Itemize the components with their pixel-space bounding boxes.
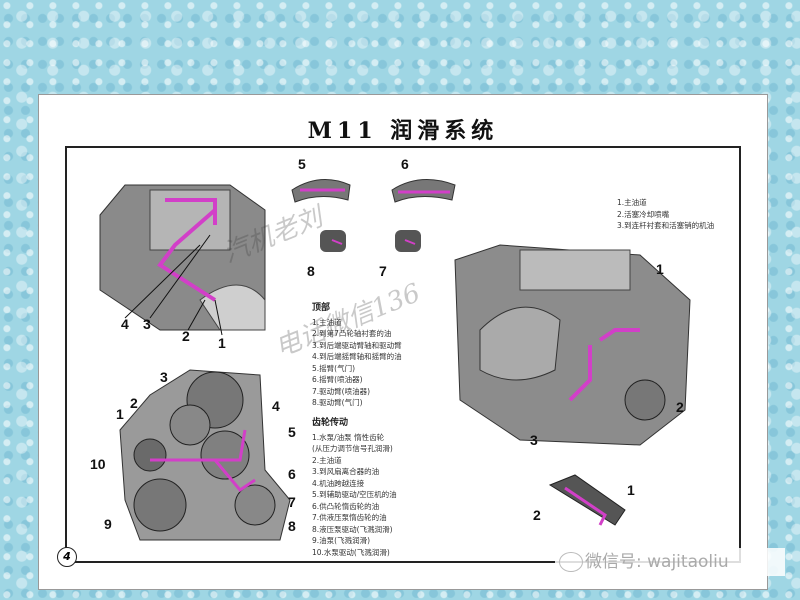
legend-item: 7.驱动臂(喷油器) xyxy=(312,386,371,396)
callout-label: 3 xyxy=(160,369,168,385)
legend-item: 7.供液压泵惰齿轮的油 xyxy=(312,513,387,522)
diagram-frame xyxy=(65,146,741,563)
callout-label: 8 xyxy=(307,263,315,279)
legend-item: (从压力调节信号孔润滑) xyxy=(312,444,393,453)
callout-label: 9 xyxy=(104,516,112,532)
callout-label: 8 xyxy=(288,518,296,534)
overhead-engine-illustration xyxy=(99,184,266,336)
legend-item: 4.机油跨越连接 xyxy=(312,478,365,488)
legend-item: 1.主油道 xyxy=(312,317,342,327)
legend-item: 3.到后端驱动臂轴和驱动臂 xyxy=(312,340,402,350)
legend-item: 3.到连杆衬套和活塞销的机油 xyxy=(617,221,715,230)
overhead-legend: 顶部 1.主油道 2.到第7凸轮轴衬套的油 3.到后端驱动臂轴和驱动臂 4.到后… xyxy=(312,303,402,409)
wechat-watermark: 微信号: wajitaoliu xyxy=(555,548,785,576)
legend-item: 6.供凸轮惰齿轮的油 xyxy=(312,501,380,511)
callout-label: 10 xyxy=(90,456,106,472)
callout-label: 7 xyxy=(379,263,387,279)
callout-label: 2 xyxy=(182,328,190,344)
wechat-id: 微信号: wajitaoliu xyxy=(585,552,729,572)
legend-item: 8.液压泵驱动(飞溅润滑) xyxy=(312,524,393,534)
page-number: 4 xyxy=(57,547,77,567)
page-title: M11 润滑系统 xyxy=(307,118,499,144)
gear-train-illustration xyxy=(119,369,291,541)
cylinder-block-illustration xyxy=(454,244,691,446)
callout-label: 6 xyxy=(401,156,409,172)
legend-item: 1.主油道 xyxy=(617,198,647,207)
legend-item: 5.摇臂(气门) xyxy=(312,363,356,373)
legend-item: 10.水泵驱动(飞溅润滑) xyxy=(312,547,390,557)
callout-label: 2 xyxy=(130,395,138,411)
callout-label: 1 xyxy=(116,406,124,422)
callout-label: 1 xyxy=(656,261,664,277)
callout-label: 1 xyxy=(627,482,635,498)
rocker-arms-illustration xyxy=(291,179,456,252)
legend-heading: 齿轮传动 xyxy=(312,418,349,428)
callout-label: 4 xyxy=(121,316,129,332)
legend-item: 1.水泵/油泵 惰性齿轮 xyxy=(312,432,385,442)
gear-legend: 齿轮传动 1.水泵/油泵 惰性齿轮 (从压力调节信号孔润滑) 2.主油道 3.到… xyxy=(312,418,397,558)
legend-item: 4.到后端摇臂轴和摇臂的油 xyxy=(312,352,402,361)
callout-label: 2 xyxy=(533,507,541,523)
wechat-icon xyxy=(559,552,583,572)
legend-heading: 顶部 xyxy=(312,303,331,313)
callout-label: 7 xyxy=(288,494,296,510)
callout-label: 1 xyxy=(218,335,226,351)
callout-label: 5 xyxy=(298,156,306,172)
callout-label: 6 xyxy=(288,466,296,482)
callout-label: 5 xyxy=(288,424,296,440)
legend-item: 9.油泵(飞溅润滑) xyxy=(312,536,371,545)
legend-item: 5.到辅助驱动/空压机的油 xyxy=(312,490,397,499)
piston-nozzle-illustration xyxy=(548,474,626,526)
block-legend: 1.主油道 2.活塞冷却喷嘴 3.到连杆衬套和活塞销的机油 xyxy=(617,197,714,232)
callout-label: 3 xyxy=(530,432,538,448)
legend-item: 8.驱动臂(气门) xyxy=(312,398,363,407)
callout-label: 3 xyxy=(143,316,151,332)
legend-item: 6.摇臂(喷油器) xyxy=(312,375,363,384)
callout-label: 4 xyxy=(272,398,280,414)
callout-label: 2 xyxy=(676,399,684,415)
legend-item: 3.到风扇离合器的油 xyxy=(312,467,380,476)
legend-item: 2.到第7凸轮轴衬套的油 xyxy=(312,329,392,338)
legend-item: 2.活塞冷却喷嘴 xyxy=(617,209,670,219)
legend-item: 2.主油道 xyxy=(312,455,342,465)
